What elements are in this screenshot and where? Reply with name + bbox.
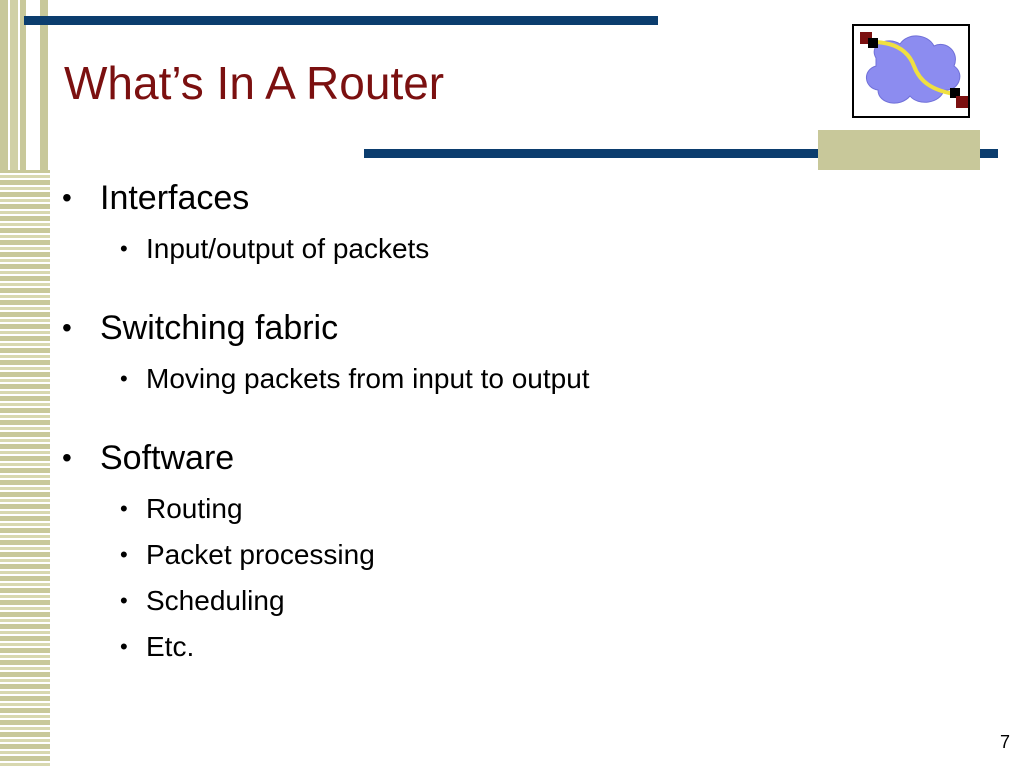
bullet-text: Interfaces xyxy=(100,179,250,217)
sub-bullet-list: • Routing • Packet processing • Scheduli… xyxy=(100,486,960,670)
sub-bullet-text: Moving packets from input to output xyxy=(146,363,590,394)
bullet-dot-icon: • xyxy=(62,442,72,473)
sub-bullet-item: • Input/output of packets xyxy=(100,226,960,272)
node-end-outer xyxy=(956,96,968,108)
sub-bullet-item: • Packet processing xyxy=(100,532,960,578)
sub-bullet-text: Packet processing xyxy=(146,539,375,570)
decorative-left-stripes-top xyxy=(0,0,50,170)
bullet-dot-icon: • xyxy=(120,588,128,613)
sub-bullet-item: • Routing xyxy=(100,486,960,532)
sub-bullet-text: Routing xyxy=(146,493,243,524)
bullet-dot-icon: • xyxy=(120,236,128,261)
bullet-item: • Switching fabric • Moving packets from… xyxy=(60,300,960,402)
bullet-dot-icon: • xyxy=(120,542,128,567)
bullet-dot-icon: • xyxy=(120,366,128,391)
bullet-dot-icon: • xyxy=(62,312,72,343)
top-accent-bar xyxy=(24,16,658,25)
bullet-text: Switching fabric xyxy=(100,309,339,347)
bullet-dot-icon: • xyxy=(120,496,128,521)
bullet-dot-icon: • xyxy=(120,634,128,659)
slide-title: What’s In A Router xyxy=(64,57,445,109)
bullet-list: • Interfaces • Input/output of packets •… xyxy=(60,170,960,670)
sub-bullet-text: Etc. xyxy=(146,631,195,662)
sub-bullet-item: • Moving packets from input to output xyxy=(100,356,960,402)
sub-bullet-text: Input/output of packets xyxy=(146,233,430,264)
sub-bullet-text: Scheduling xyxy=(146,585,285,616)
node-end-inner xyxy=(950,88,960,98)
bullet-dot-icon: • xyxy=(62,182,72,213)
bullet-text: Software xyxy=(100,439,235,477)
olive-accent-block xyxy=(818,130,980,170)
title-underline-bar xyxy=(364,149,998,158)
bullet-item: • Software • Routing • Packet processing… xyxy=(60,430,960,670)
sub-bullet-list: • Input/output of packets xyxy=(100,226,960,272)
slide-body: • Interfaces • Input/output of packets •… xyxy=(60,170,960,670)
cloud-shape xyxy=(866,35,961,104)
node-start-inner xyxy=(868,38,878,48)
bullet-item: • Interfaces • Input/output of packets xyxy=(60,170,960,272)
sub-bullet-item: • Scheduling xyxy=(100,578,960,624)
path-line xyxy=(871,40,955,96)
page-number: 7 xyxy=(1000,732,1011,752)
network-cloud-icon xyxy=(852,24,970,118)
sub-bullet-list: • Moving packets from input to output xyxy=(100,356,960,402)
sub-bullet-item: • Etc. xyxy=(100,624,960,670)
